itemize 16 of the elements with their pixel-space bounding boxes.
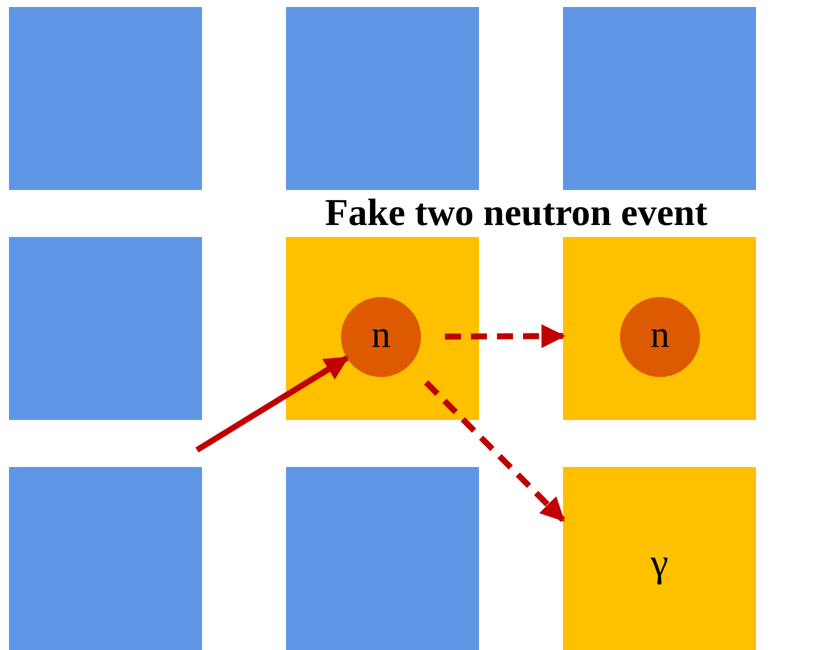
detector-cell	[9, 237, 202, 420]
diagram-title: Fake two neutron event	[325, 194, 708, 232]
hit-detector-cell	[563, 467, 756, 650]
hit-detector-cell	[286, 237, 479, 420]
detector-cell	[9, 7, 202, 190]
arrow	[195, 355, 349, 453]
arrow	[444, 324, 566, 348]
detector-cell	[286, 467, 479, 650]
particle-label: γ	[650, 542, 668, 582]
hit-detector-cell	[563, 237, 756, 420]
particle-label: n	[650, 316, 670, 354]
detector-cell	[563, 7, 756, 190]
arrow	[424, 380, 566, 522]
detector-cell	[286, 7, 479, 190]
detector-cell	[9, 467, 202, 650]
particle-label: n	[372, 316, 390, 354]
